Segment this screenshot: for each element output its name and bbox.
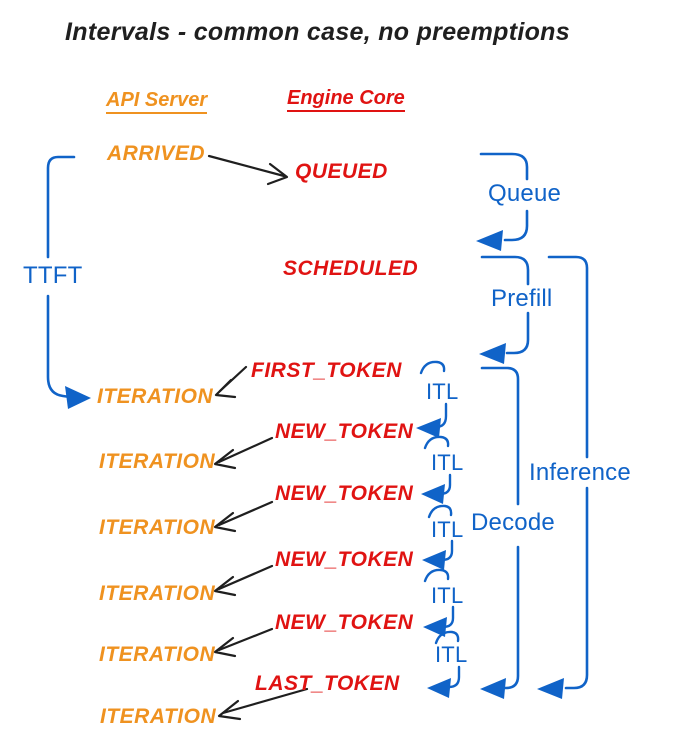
event-iteration-6: ITERATION bbox=[100, 705, 217, 728]
prefill-arrowhead bbox=[479, 343, 506, 364]
event-iteration-2: ITERATION bbox=[99, 450, 216, 473]
interval-label-inference: Inference bbox=[529, 459, 631, 486]
event-iteration-4: ITERATION bbox=[99, 582, 216, 605]
decode-arrowhead bbox=[480, 678, 506, 699]
interval-label-decode: Decode bbox=[471, 509, 555, 536]
interval-label-ttft: TTFT bbox=[23, 262, 83, 289]
interval-label-itl-4: ITL bbox=[431, 583, 464, 608]
interval-label-itl-1: ITL bbox=[426, 379, 459, 404]
itl-bracket-5 bbox=[427, 630, 461, 698]
event-new-token-3: NEW_TOKEN bbox=[275, 548, 414, 571]
event-queued: QUEUED bbox=[295, 160, 388, 183]
itl-bracket-4 bbox=[423, 568, 455, 637]
event-iteration-5: ITERATION bbox=[99, 643, 216, 666]
interval-label-itl-5: ITL bbox=[435, 642, 468, 667]
itl-bracket-1 bbox=[416, 360, 448, 438]
prefill-bracket bbox=[479, 255, 530, 364]
arrow-new-token4-to-iteration bbox=[213, 627, 274, 658]
interval-label-itl-2: ITL bbox=[431, 450, 464, 475]
queue-bracket bbox=[476, 152, 529, 251]
event-iteration-1: ITERATION bbox=[97, 385, 214, 408]
event-arrived: ARRIVED bbox=[107, 142, 206, 165]
event-last-token: LAST_TOKEN bbox=[255, 672, 400, 695]
event-new-token-4: NEW_TOKEN bbox=[275, 611, 414, 634]
ttft-arrowhead bbox=[65, 386, 91, 409]
arrow-last-token-to-iteration bbox=[217, 687, 309, 721]
decode-bracket bbox=[480, 366, 520, 699]
arrow-new-token2-to-iteration bbox=[213, 500, 274, 533]
inference-arrowhead bbox=[537, 678, 564, 699]
itl-bracket-3 bbox=[422, 504, 454, 570]
inference-bracket bbox=[537, 255, 589, 699]
event-new-token-2: NEW_TOKEN bbox=[275, 482, 414, 505]
itl-bracket-2 bbox=[421, 435, 452, 504]
ttft-bracket bbox=[46, 155, 91, 409]
arrow-arrived-to-queued bbox=[207, 154, 289, 186]
column-header-engine-core: Engine Core bbox=[287, 88, 405, 112]
event-first-token: FIRST_TOKEN bbox=[251, 359, 402, 382]
interval-label-itl-3: ITL bbox=[431, 517, 464, 542]
event-iteration-3: ITERATION bbox=[99, 516, 216, 539]
arrow-new-token1-to-iteration bbox=[213, 436, 274, 470]
event-scheduled: SCHEDULED bbox=[283, 257, 419, 280]
interval-label-prefill: Prefill bbox=[491, 285, 553, 312]
queue-arrowhead bbox=[476, 230, 503, 251]
interval-label-queue: Queue bbox=[488, 180, 562, 207]
diagram-title: Intervals - common case, no preemptions bbox=[65, 18, 570, 46]
arrow-first-token-to-iteration bbox=[214, 365, 248, 399]
event-new-token-1: NEW_TOKEN bbox=[275, 420, 414, 443]
arrow-new-token3-to-iteration bbox=[213, 564, 274, 597]
column-header-api-server: API Server bbox=[106, 90, 208, 114]
